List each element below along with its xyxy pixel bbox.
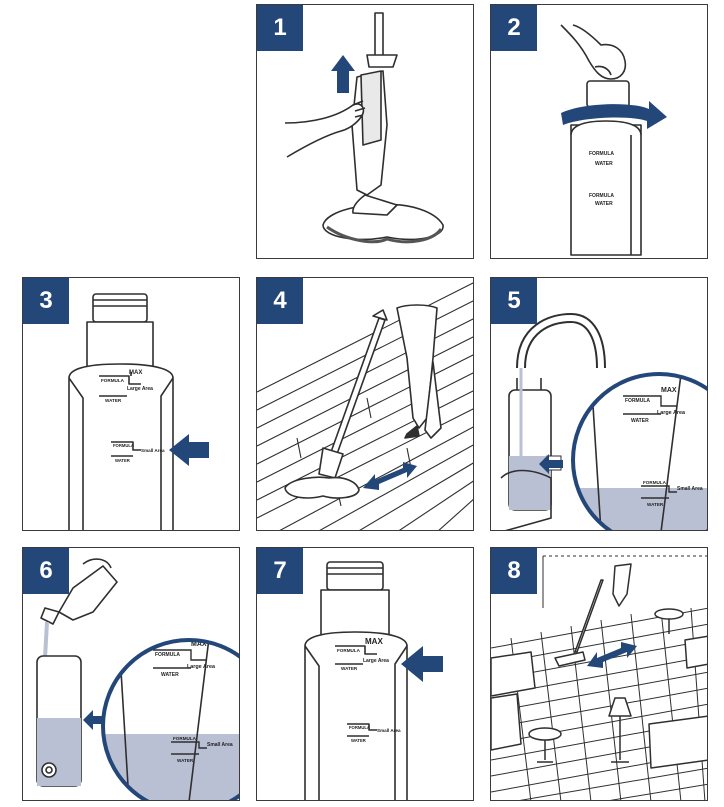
water-label: WATER bbox=[177, 758, 194, 763]
lift-handle-illustration bbox=[284, 12, 444, 244]
water-label: WATER bbox=[351, 738, 366, 743]
mopping-floor-illustration bbox=[257, 282, 473, 530]
fill-line-arrow bbox=[539, 454, 563, 474]
step-5-panel: 5 MAX FORMULA bbox=[490, 277, 708, 531]
unscrew-cap-illustration: FORMULA WATER FORMULA WATER bbox=[560, 24, 667, 256]
step-number-badge: 6 bbox=[23, 548, 69, 594]
max-indicator-arrow bbox=[401, 646, 443, 682]
step-number-badge: 5 bbox=[491, 278, 537, 324]
step-1-panel: 1 bbox=[256, 4, 474, 259]
back-and-forth-arrow bbox=[363, 462, 417, 490]
water-label: WATER bbox=[647, 502, 664, 507]
water-label: WATER bbox=[341, 666, 358, 671]
water-label: WATER bbox=[115, 458, 130, 463]
magnifier-circle bbox=[571, 372, 707, 530]
back-and-forth-arrow bbox=[587, 642, 637, 668]
large-area-label: Large Area bbox=[363, 658, 389, 664]
step-number-badge: 2 bbox=[491, 5, 537, 51]
step-8-panel: 8 bbox=[490, 547, 708, 801]
small-area-label: Small Area bbox=[677, 486, 703, 492]
formula-label: FORMULA bbox=[589, 193, 614, 199]
water-label: WATER bbox=[631, 418, 649, 424]
step-number-badge: 8 bbox=[491, 548, 537, 594]
max-label: MAX bbox=[661, 387, 677, 394]
small-area-label: Small Area bbox=[141, 448, 165, 453]
tank-markings-illustration: MAX FORMULA Large Area WATER FORMULA Sma… bbox=[68, 293, 209, 530]
step-4-panel: 4 bbox=[256, 277, 474, 531]
max-label: MAX bbox=[365, 637, 383, 646]
room-mopping-illustration bbox=[491, 555, 707, 800]
pour-formula-illustration: MAX FORMULA Large Area WATER FORMULA Sma… bbox=[36, 558, 239, 800]
max-label: MAX bbox=[129, 370, 142, 376]
step-3-panel: 3 MAX FORMULA Large Area WATER FORMULA S… bbox=[22, 277, 240, 531]
formula-label: FORMULA bbox=[625, 398, 650, 404]
formula-label: FORMULA bbox=[337, 648, 361, 653]
formula-label: FORMULA bbox=[349, 725, 370, 730]
magnifier-circle bbox=[101, 638, 239, 800]
large-area-label: Large Area bbox=[127, 386, 153, 392]
formula-label: FORMULA bbox=[113, 443, 134, 448]
formula-label: FORMULA bbox=[101, 378, 125, 383]
small-area-label: Small Area bbox=[377, 728, 401, 733]
step-7-panel: 7 MAX FORMULA Large Area WATER FORMULA S… bbox=[256, 547, 474, 801]
formula-label: FORMULA bbox=[155, 652, 180, 658]
fill-water-illustration: MAX FORMULA Large Area WATER FORMULA Sma… bbox=[500, 312, 707, 530]
small-area-label: Small Area bbox=[207, 742, 233, 748]
max-fill-illustration: MAX FORMULA Large Area WATER FORMULA Sma… bbox=[304, 561, 443, 800]
water-label: WATER bbox=[595, 201, 613, 207]
step-number-badge: 4 bbox=[257, 278, 303, 324]
formula-label: FORMULA bbox=[643, 480, 667, 485]
step-6-panel: 6 MAX FORMULA Large Area bbox=[22, 547, 240, 801]
formula-label: FORMULA bbox=[589, 151, 614, 157]
large-area-label: Large Area bbox=[187, 664, 216, 670]
large-area-label: Large Area bbox=[657, 410, 686, 416]
formula-label: FORMULA bbox=[173, 736, 197, 741]
max-label: MAX bbox=[191, 641, 207, 648]
level-arrow bbox=[83, 710, 111, 730]
step-number-badge: 3 bbox=[23, 278, 69, 324]
step-number-badge: 1 bbox=[257, 5, 303, 51]
step-2-panel: 2 FORMULA WATER FORMULA WATER bbox=[490, 4, 708, 259]
step-number-badge: 7 bbox=[257, 548, 303, 594]
water-label: WATER bbox=[595, 161, 613, 167]
water-label: WATER bbox=[105, 398, 122, 403]
water-label: WATER bbox=[161, 672, 179, 678]
indicator-arrow bbox=[169, 434, 209, 466]
rotate-arrow bbox=[561, 101, 667, 129]
lift-up-arrow bbox=[331, 55, 355, 93]
